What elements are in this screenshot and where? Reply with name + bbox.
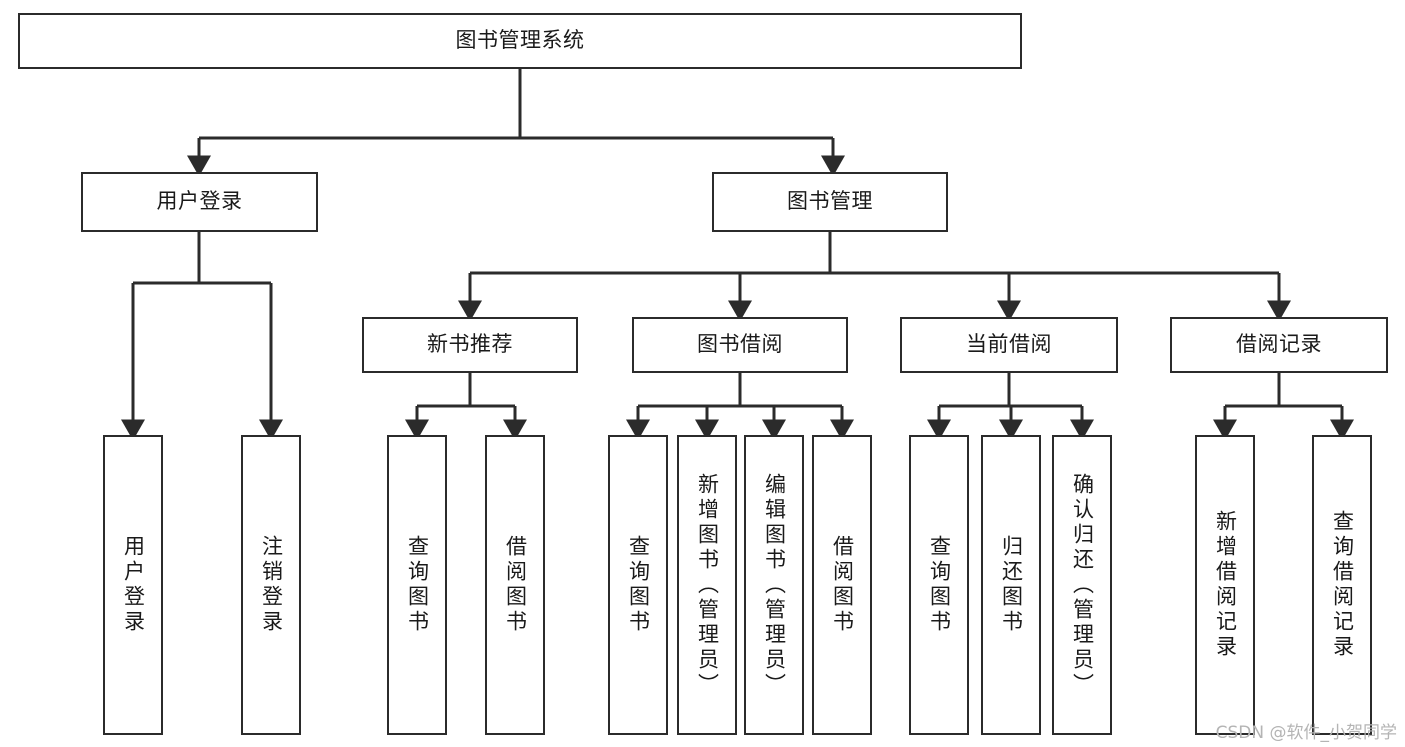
node-book-manage-label: 图书管理 bbox=[787, 189, 873, 214]
node-leaf-borrow-book-nbr-label: 借阅图书 bbox=[503, 535, 528, 635]
node-leaf-add-book-admin-label: 新增图书（管理员） bbox=[695, 472, 720, 698]
node-leaf-query-book-cb[interactable]: 查询图书 bbox=[909, 435, 969, 735]
node-borrow-record[interactable]: 借阅记录 bbox=[1170, 317, 1388, 373]
node-leaf-query-book-bb[interactable]: 查询图书 bbox=[608, 435, 668, 735]
node-user-login[interactable]: 用户登录 bbox=[81, 172, 318, 232]
node-leaf-query-borrow-record-label: 查询借阅记录 bbox=[1330, 510, 1355, 660]
node-leaf-logout-login[interactable]: 注销登录 bbox=[241, 435, 301, 735]
node-leaf-query-book-cb-label: 查询图书 bbox=[927, 535, 952, 635]
node-borrow-record-label: 借阅记录 bbox=[1236, 332, 1322, 357]
node-current-borrow-label: 当前借阅 bbox=[966, 332, 1052, 357]
node-root[interactable]: 图书管理系统 bbox=[18, 13, 1022, 69]
node-leaf-add-borrow-record-label: 新增借阅记录 bbox=[1213, 510, 1238, 660]
node-leaf-return-book[interactable]: 归还图书 bbox=[981, 435, 1041, 735]
node-new-book-recommend-label: 新书推荐 bbox=[427, 332, 513, 357]
node-leaf-logout-login-label: 注销登录 bbox=[259, 535, 284, 635]
node-leaf-add-borrow-record[interactable]: 新增借阅记录 bbox=[1195, 435, 1255, 735]
node-leaf-query-borrow-record[interactable]: 查询借阅记录 bbox=[1312, 435, 1372, 735]
node-leaf-edit-book-admin[interactable]: 编辑图书（管理员） bbox=[744, 435, 804, 735]
node-leaf-return-book-label: 归还图书 bbox=[999, 535, 1024, 635]
node-user-login-label: 用户登录 bbox=[156, 189, 243, 214]
node-book-manage[interactable]: 图书管理 bbox=[712, 172, 948, 232]
node-leaf-borrow-book-nbr[interactable]: 借阅图书 bbox=[485, 435, 545, 735]
node-book-borrow-label: 图书借阅 bbox=[697, 332, 783, 357]
node-leaf-add-book-admin[interactable]: 新增图书（管理员） bbox=[677, 435, 737, 735]
node-leaf-query-book-nbr[interactable]: 查询图书 bbox=[387, 435, 447, 735]
node-leaf-confirm-return-admin[interactable]: 确认归还（管理员） bbox=[1052, 435, 1112, 735]
node-leaf-user-login[interactable]: 用户登录 bbox=[103, 435, 163, 735]
node-leaf-query-book-bb-label: 查询图书 bbox=[626, 535, 651, 635]
node-leaf-confirm-return-admin-label: 确认归还（管理员） bbox=[1070, 472, 1095, 698]
node-leaf-user-login-label: 用户登录 bbox=[121, 535, 146, 635]
node-root-label: 图书管理系统 bbox=[455, 28, 585, 53]
node-leaf-edit-book-admin-label: 编辑图书（管理员） bbox=[762, 472, 787, 698]
node-leaf-query-book-nbr-label: 查询图书 bbox=[405, 535, 430, 635]
node-current-borrow[interactable]: 当前借阅 bbox=[900, 317, 1118, 373]
node-new-book-recommend[interactable]: 新书推荐 bbox=[362, 317, 578, 373]
node-leaf-borrow-book-bb-label: 借阅图书 bbox=[830, 535, 855, 635]
node-book-borrow[interactable]: 图书借阅 bbox=[632, 317, 848, 373]
node-leaf-borrow-book-bb[interactable]: 借阅图书 bbox=[812, 435, 872, 735]
